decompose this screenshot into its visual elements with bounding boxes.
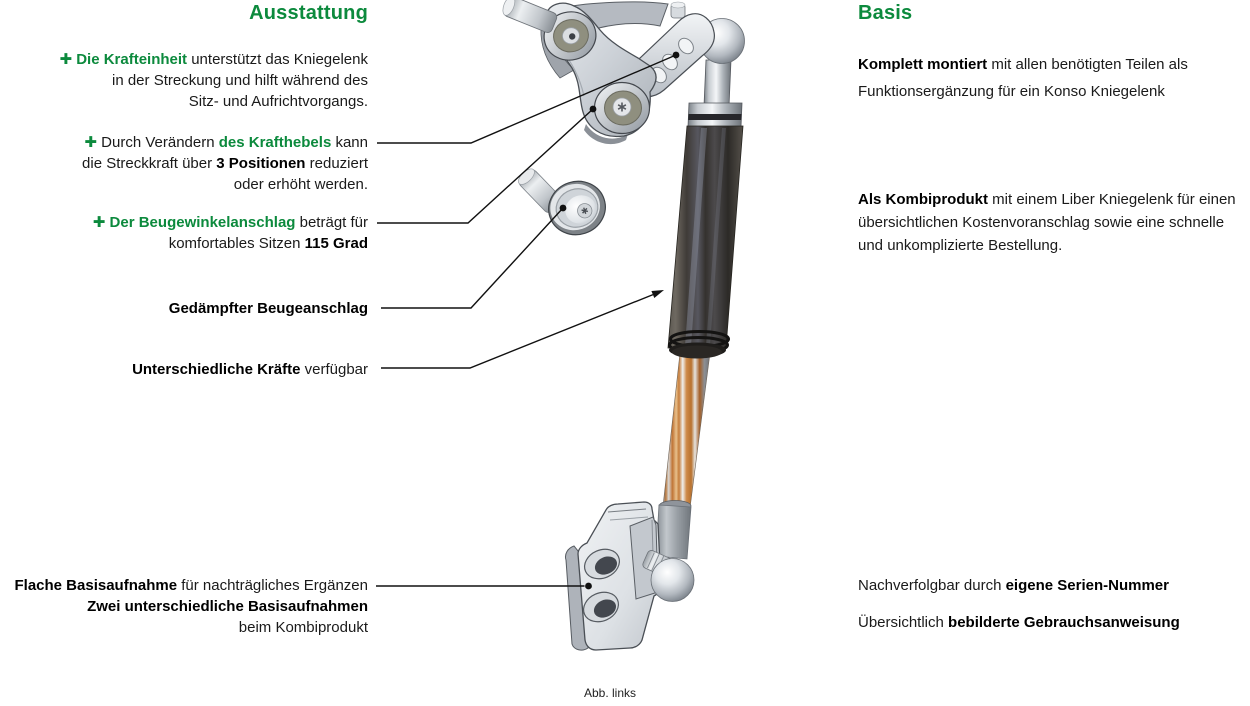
leader-dot — [585, 582, 592, 590]
heading-basis: Basis — [858, 2, 913, 24]
collar-o-ring — [688, 114, 742, 120]
gas-spring-cylinder — [667, 125, 744, 349]
leader-line-krafthebel — [377, 54, 677, 144]
callout-unterschiedliche-kraefte: Unterschiedliche Kräfte verfügbar — [132, 361, 368, 378]
damped-stop-part — [518, 168, 606, 236]
cylinder-highlight — [706, 128, 726, 346]
leader-line-beugewinkel — [377, 108, 594, 224]
position-hole-3 — [678, 37, 694, 55]
mounting-hole-lower — [582, 591, 620, 623]
piston-rod-neck — [703, 59, 732, 107]
torx-screw-head — [617, 102, 627, 112]
leader-dot — [589, 105, 597, 113]
torx-screw-head — [581, 207, 589, 215]
bracket-bottom-edge — [584, 124, 628, 145]
rod-sleeve — [655, 504, 692, 560]
plate-tab-edge — [609, 516, 649, 521]
bottom-ball-joint — [650, 558, 695, 602]
piston-rod — [662, 352, 711, 509]
feature-krafteinheit: ✚ Die Krafteinheit unterstützt das Knieg… — [59, 51, 368, 110]
leader-line-kraefte — [381, 293, 654, 369]
cylinder-end-rings — [668, 330, 730, 359]
callout-gedaempfter-beugeanschlag: Gedämpfter Beugeanschlag — [168, 300, 368, 317]
pivot-screw-upper — [543, 11, 597, 61]
cylinder-highlight — [685, 128, 707, 346]
leader-dot — [559, 204, 567, 212]
basis-komplett-montiert: Komplett montiert mit allen benötigten T… — [858, 56, 1188, 100]
basis-kombiprodukt: Als Kombiprodukt mit einem Liber Kniegel… — [858, 191, 1236, 254]
base-assembly — [565, 500, 695, 651]
stop-disc — [548, 180, 606, 236]
figure-caption: Abb. links — [583, 686, 637, 700]
basis-seriennummer: Nachverfolgbar durch eigene Serien-Numme… — [858, 577, 1169, 594]
heading-ausstattung: Ausstattung — [249, 2, 368, 24]
clamp-pin — [502, 0, 558, 33]
lever-knob — [670, 1, 686, 19]
callout-basisaufnahme: Flache Basisaufnahme für nachträgliches … — [14, 577, 368, 636]
leader-dot — [672, 51, 680, 59]
leader-arrowhead — [651, 290, 664, 298]
leader-markers — [559, 51, 680, 590]
leader-lines — [376, 54, 677, 587]
gas-spring-unit — [662, 18, 745, 509]
force-unit-bracket — [502, 0, 715, 145]
pivot-screw-lower — [593, 81, 651, 135]
plate-tab-edge — [607, 508, 647, 513]
basis-gebrauchsanweisung: Übersichtlich bebilderte Gebrauchsanweis… — [858, 614, 1180, 631]
leader-line-beugeanschlag — [381, 207, 564, 309]
mounting-hole-upper — [583, 548, 621, 580]
